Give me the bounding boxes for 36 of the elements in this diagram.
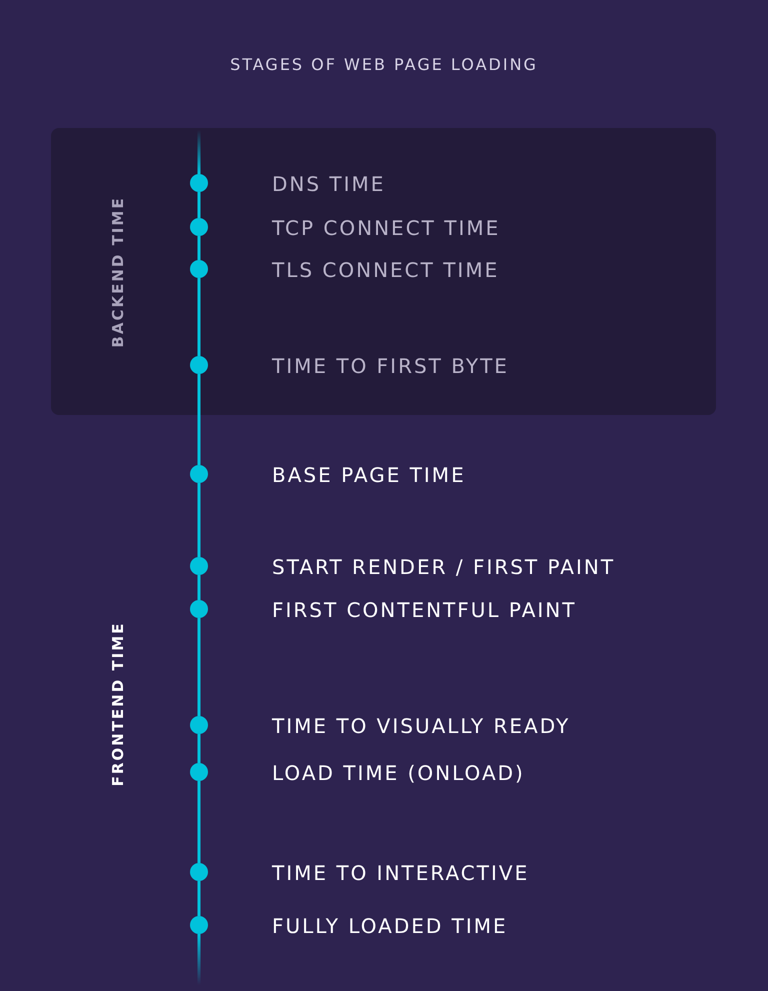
stage-label: TIME TO VISUALLY READY	[272, 714, 570, 738]
timeline-dot	[190, 356, 208, 374]
diagram-title: STAGES OF WEB PAGE LOADING	[229, 55, 539, 74]
group-heading: FRONTEND TIME	[109, 622, 127, 786]
timeline-line	[198, 236, 200, 260]
timeline-line	[198, 374, 200, 465]
stage-label: TLS CONNECT TIME	[272, 258, 500, 282]
timeline-line	[198, 483, 200, 557]
timeline-line	[198, 192, 200, 218]
timeline-line	[198, 734, 200, 763]
timeline-dot	[190, 218, 208, 236]
stage-label: START RENDER / FIRST PAINT	[272, 555, 616, 579]
timeline-line	[198, 575, 200, 600]
timeline-line	[198, 881, 200, 916]
stage-label: TCP CONNECT TIME	[272, 216, 500, 240]
timeline-line	[198, 278, 200, 356]
stage-label: DNS TIME	[272, 172, 386, 196]
timeline-dot	[190, 600, 208, 618]
timeline-line	[198, 781, 200, 863]
timeline-dot	[190, 465, 208, 483]
timeline-dot	[190, 174, 208, 192]
timeline-dot	[190, 916, 208, 934]
timeline-dot	[190, 557, 208, 575]
stage-label: FULLY LOADED TIME	[272, 914, 508, 938]
timeline-line	[198, 618, 200, 716]
group-heading: BACKEND TIME	[109, 196, 127, 348]
timeline-dot	[190, 716, 208, 734]
timeline-dot	[190, 260, 208, 278]
timeline-dot	[190, 763, 208, 781]
stage-label: TIME TO INTERACTIVE	[272, 861, 530, 885]
stage-label: TIME TO FIRST BYTE	[272, 354, 509, 378]
backend-panel	[51, 128, 716, 415]
stage-label: LOAD TIME (ONLOAD)	[272, 761, 525, 785]
stage-label: FIRST CONTENTFUL PAINT	[272, 598, 576, 622]
stage-label: BASE PAGE TIME	[272, 463, 466, 487]
timeline-dot	[190, 863, 208, 881]
